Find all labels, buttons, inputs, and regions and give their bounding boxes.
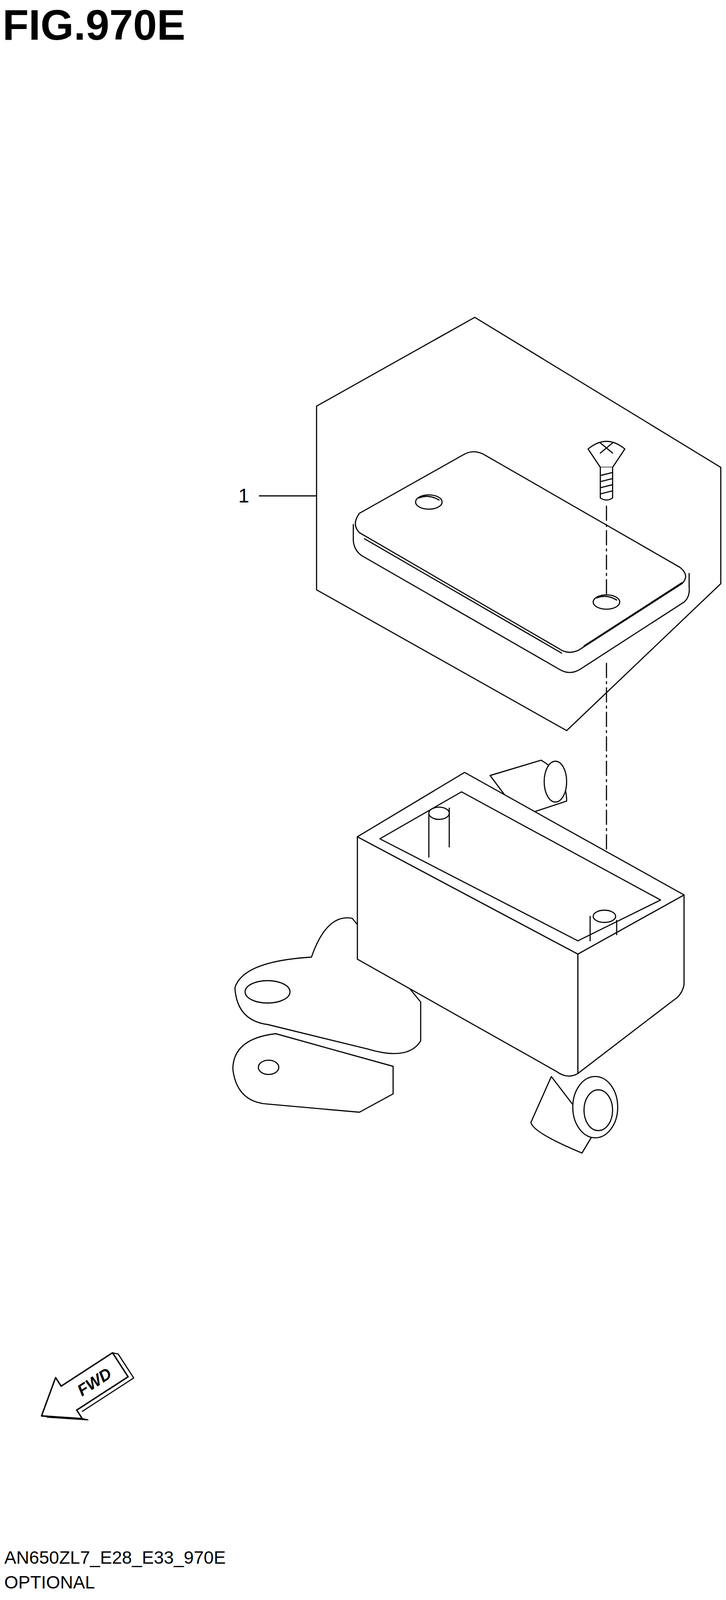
screw [588,441,625,468]
boss-hole [593,910,616,923]
reservoir-top [357,772,685,955]
lug-hole [245,980,290,1004]
screw-shank [600,467,613,501]
drawing-code: AN650ZL7_E28_E33_970E [4,1549,226,1568]
figure-title: FIG.970E [2,3,186,47]
pipe-end [572,1077,618,1139]
plate-edge [364,538,683,654]
cover-plate-side [353,524,690,674]
callout-number: 1 [238,485,250,506]
leader-line [259,495,317,497]
screw-hole [415,494,443,510]
screw-thread [600,472,613,495]
hole-shadow [418,496,440,501]
forward-arrow-outline [28,1344,134,1438]
hole-shadow [596,596,617,601]
cover-plate [355,451,686,653]
forward-arrow-shade [37,1351,140,1439]
reservoir-cap [544,761,567,803]
forward-arrow [28,1342,140,1441]
reservoir-rim [379,792,661,942]
kit-outline [316,317,721,731]
boss-post [428,808,617,942]
figure-note: OPTIONAL [4,1574,95,1593]
boss-hole [428,807,450,820]
screw-slot [600,442,613,454]
axis-line [605,506,608,595]
lug-hole [258,1060,279,1075]
pipe-bore [584,1090,613,1132]
screw-hole [593,595,620,610]
